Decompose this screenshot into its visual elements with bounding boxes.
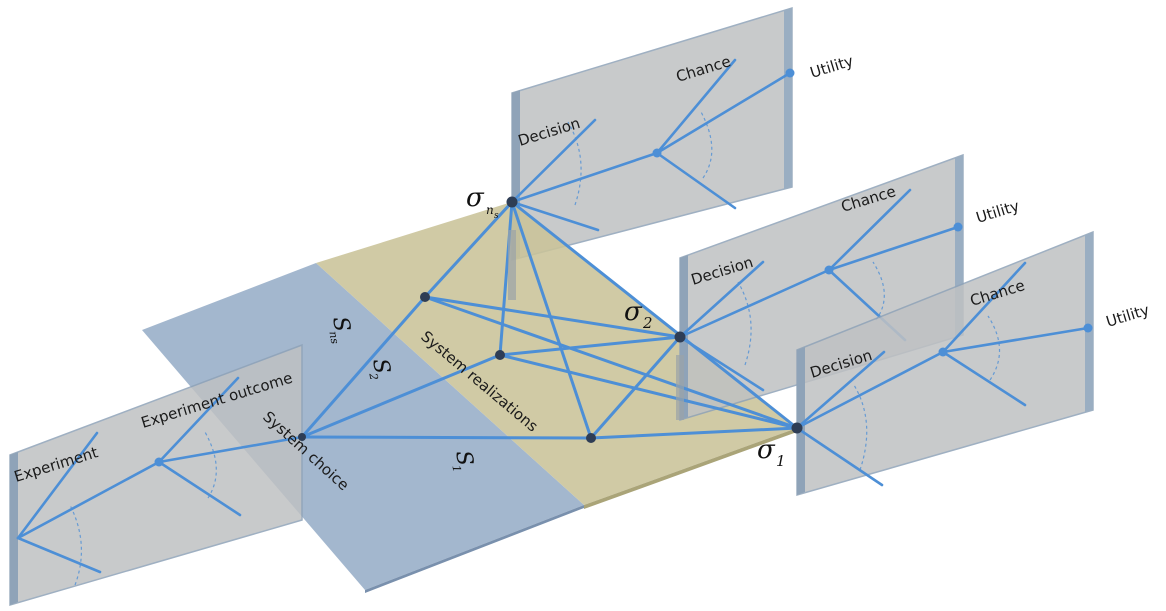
realization-node xyxy=(495,350,505,360)
panel-experiment: Experiment Experiment outcome xyxy=(9,343,304,606)
sigma-1-label: σ 1 xyxy=(757,435,786,470)
s-2-label: S 2 xyxy=(366,357,394,382)
svg-text:s: s xyxy=(494,211,499,221)
svg-text:1: 1 xyxy=(776,452,786,470)
system-choice-node xyxy=(298,433,306,441)
svg-text:σ: σ xyxy=(624,297,643,327)
utility-label: Utility xyxy=(974,197,1022,227)
system-realizations-plane-edge xyxy=(584,428,797,509)
svg-text:σ: σ xyxy=(757,435,776,465)
svg-text:σ: σ xyxy=(466,183,485,213)
panel-sigma-1: Decision Chance Utility xyxy=(795,230,1152,496)
svg-text:1: 1 xyxy=(449,464,463,473)
svg-text:2: 2 xyxy=(642,314,653,332)
sigma-ns-label: σ n s xyxy=(466,183,499,221)
system-choice-plane-edge xyxy=(365,505,584,593)
system-choice-plane xyxy=(142,263,584,590)
panel-sigma-ns: Decision Chance Utility xyxy=(510,6,856,261)
svg-text:S: S xyxy=(327,315,354,334)
utility-label: Utility xyxy=(808,52,856,82)
sigma-2-label: σ 2 xyxy=(624,297,653,332)
svg-text:S: S xyxy=(367,357,394,376)
system-realizations-plane xyxy=(316,202,797,505)
realization-node xyxy=(420,292,430,302)
network-edges xyxy=(300,200,799,440)
realization-node xyxy=(586,433,596,443)
sigma-ns-node xyxy=(506,196,518,208)
svg-text:2: 2 xyxy=(366,371,380,381)
s-ns-label: S ns xyxy=(326,315,354,346)
utility-label: Utility xyxy=(1104,301,1152,331)
panel-post xyxy=(508,230,516,300)
panel-post xyxy=(676,355,684,420)
s-1-label: S 1 xyxy=(449,449,477,474)
network-nodes xyxy=(298,196,803,443)
sigma-1-node xyxy=(791,422,803,434)
svg-text:n: n xyxy=(486,203,494,217)
svg-text:S: S xyxy=(450,449,477,468)
sigma-2-node xyxy=(674,331,686,343)
svg-text:ns: ns xyxy=(326,330,341,345)
